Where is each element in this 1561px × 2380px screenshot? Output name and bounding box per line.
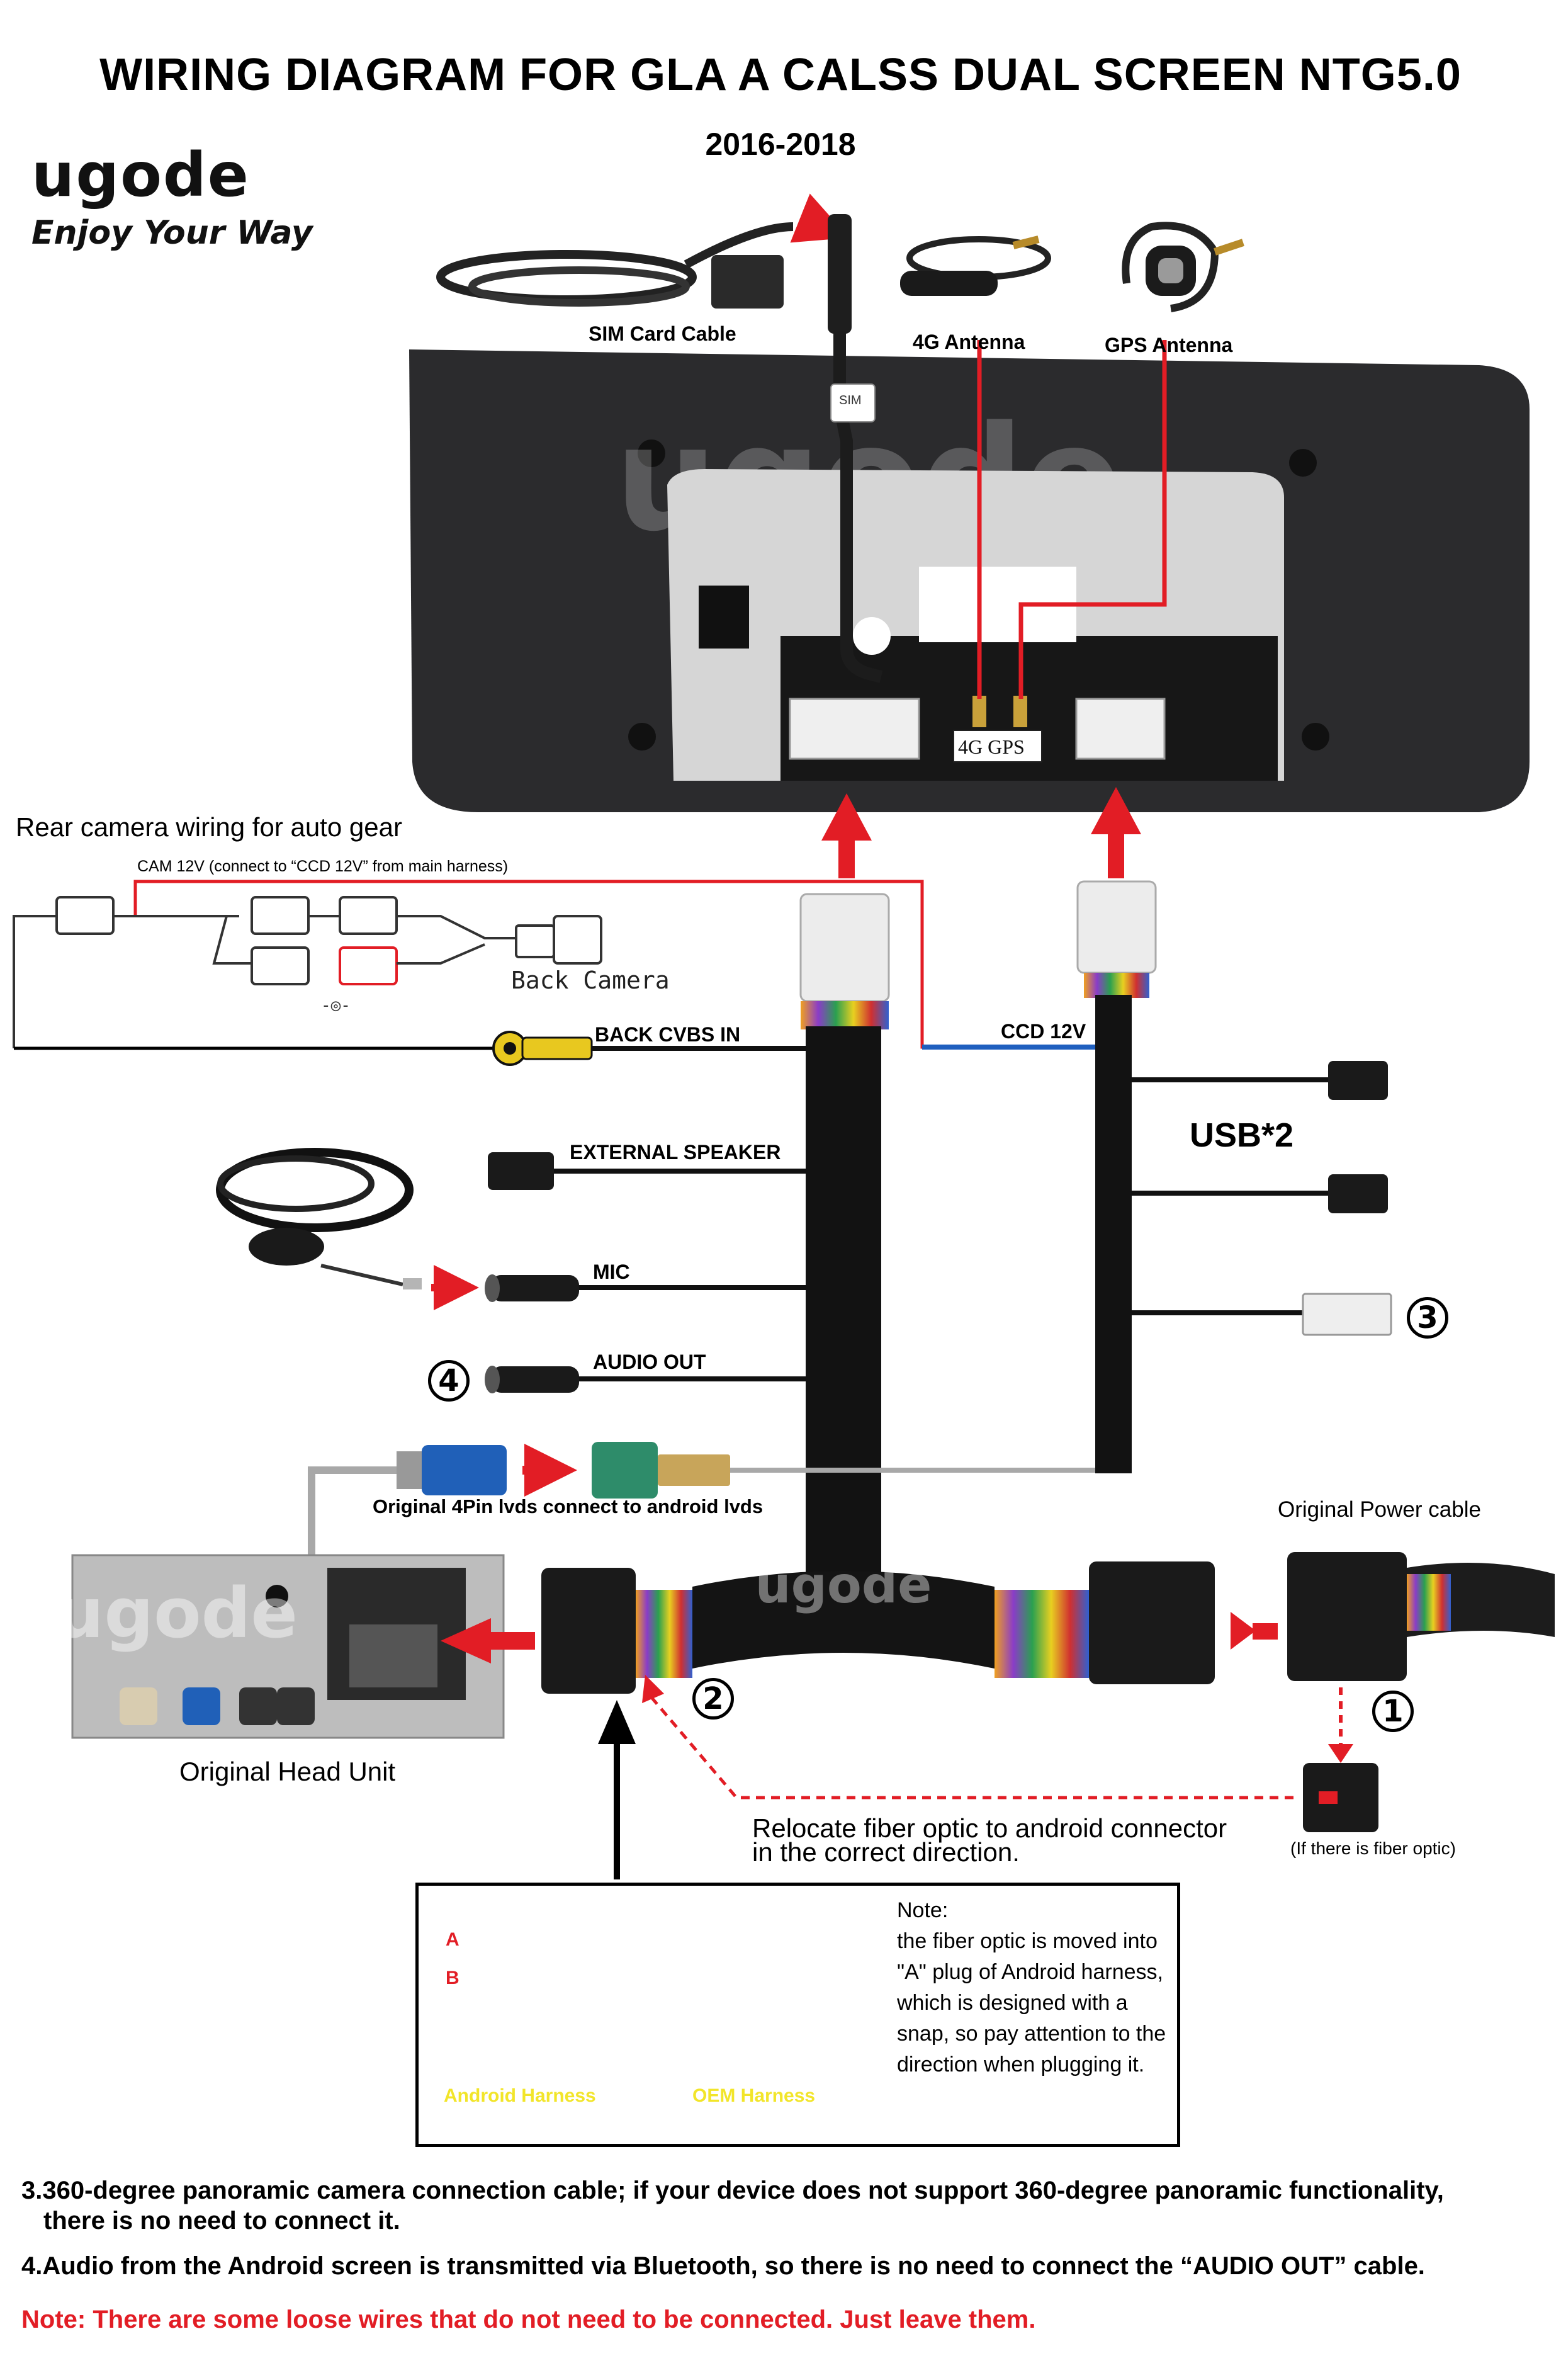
plug-b-oem: B: [740, 1974, 753, 1995]
original-power-label: Original Power cable: [1278, 1497, 1481, 1522]
usb-label: USB*2: [1190, 1116, 1294, 1154]
logo-word: ugode: [31, 140, 250, 210]
plug-a-oem: A: [740, 1946, 753, 1966]
marker-1: 1: [1372, 1691, 1414, 1732]
harness-plug-can: [1076, 880, 1157, 974]
android-harness-label: Android Harness: [444, 2085, 596, 2106]
4g-antenna: [900, 235, 1051, 296]
main-harness-trunk: [806, 1026, 881, 1593]
logo-tagline: Enjoy Your Way: [31, 214, 313, 252]
gps-antenna-label: GPS Antenna: [1105, 334, 1233, 356]
right-branches: [1132, 1077, 1328, 1315]
head-unit-label: Original Head Unit: [179, 1757, 396, 1786]
marker-4: 4: [428, 1360, 470, 1402]
brand-logo: ugode Enjoy Your Way: [31, 145, 313, 252]
mic-label: MIC: [593, 1261, 630, 1283]
oem-harness-label: OEM Harness: [692, 2085, 816, 2106]
lvds-label: Original 4Pin lvds connect to android lv…: [373, 1495, 764, 1517]
fiber-optic-note: (If there is fiber optic): [1290, 1839, 1456, 1858]
footer-warning: Note: There are some loose wires that do…: [21, 2306, 1036, 2333]
sim-plug: [828, 214, 852, 334]
svg-text:ugode: ugode: [55, 1573, 298, 1653]
plug-b-android: B: [446, 1968, 459, 1988]
mic-jack: [485, 1274, 579, 1302]
up-arrow-can: [1091, 787, 1141, 878]
relocate-line-2: in the correct direction.: [752, 1837, 1020, 1867]
screen-connector-main: [789, 698, 920, 760]
left-branches: [554, 1169, 806, 1381]
note-text: Note: the fiber optic is moved into "A" …: [897, 1898, 1166, 2077]
audio-out-label: AUDIO OUT: [593, 1351, 706, 1373]
original-power-cable: [1231, 1552, 1555, 1681]
up-arrow-main: [821, 793, 872, 878]
4g-gps-port-text: 4G GPS: [958, 735, 1025, 758]
blue-lvds-connector: [397, 1445, 507, 1495]
footer-item-3-line-1: 3.360-degree panoramic camera connection…: [21, 2177, 1444, 2204]
marker-2: 2: [692, 1678, 734, 1720]
note-box: [415, 1883, 1180, 2147]
4g-gps-port-label: [953, 730, 1042, 762]
svg-text:ugode: ugode: [755, 1556, 932, 1614]
can-harness-trunk: [1095, 995, 1132, 1473]
audio-out-jack: [485, 1366, 579, 1393]
footer-item-3-line-2: there is no need to connect it.: [43, 2207, 400, 2235]
relocate-dashed-line: [647, 1692, 1293, 1799]
relocate-line-1: Relocate fiber optic to android connecto…: [752, 1813, 1227, 1843]
ccd-12v-label: CCD 12V: [1001, 1020, 1086, 1043]
gps-lead: [1018, 340, 1167, 699]
head-unit-arrow: [441, 1618, 535, 1663]
marker-3: 3: [1407, 1297, 1448, 1339]
green-lvds-connector: [592, 1442, 730, 1499]
sim-arrow: [790, 193, 849, 243]
mic-assembly: [216, 1148, 422, 1289]
footer-item-3: 3.360-degree panoramic camera connection…: [21, 2175, 1444, 2236]
external-speaker-label: EXTERNAL SPEAKER: [570, 1141, 781, 1164]
sim-card-cable-label: SIM Card Cable: [589, 322, 736, 345]
cvbs-rca-plug: [492, 1031, 806, 1066]
external-speaker-connector: [488, 1152, 554, 1190]
ground-symbol: -◎-: [321, 996, 351, 1015]
gps-antenna: [1122, 222, 1244, 312]
page-title: WIRING DIAGRAM FOR GLA A CALSS DUAL SCRE…: [99, 50, 1462, 100]
usb-connector-1: [1328, 1061, 1388, 1100]
fiber-optic-plug: [1303, 1763, 1378, 1832]
screen-connector-can: [1075, 698, 1166, 760]
4g-antenna-label: 4G Antenna: [913, 331, 1025, 353]
t-harness: ugode: [541, 1556, 1215, 1694]
harness-plug-main: [799, 893, 890, 1002]
footer-item-4: 4.Audio from the Android screen is trans…: [21, 2252, 1425, 2280]
relocate-note: Relocate fiber optic to android connecto…: [752, 1813, 1227, 1867]
back-cvbs-in-label: BACK CVBS IN: [595, 1023, 741, 1046]
page-subtitle: 2016-2018: [705, 127, 856, 162]
rear-camera-sketch: [13, 896, 602, 1050]
cam-12v-wire: [133, 880, 1095, 1049]
plug-a-android: A: [446, 1929, 459, 1950]
cam-12v-note: CAM 12V (connect to “CCD 12V” from main …: [137, 858, 509, 875]
usb-connector-2: [1328, 1174, 1388, 1213]
360-camera-connector: [1302, 1293, 1392, 1336]
rear-camera-heading: Rear camera wiring for auto gear: [16, 812, 402, 842]
sim-card-cable: [436, 222, 794, 309]
back-camera-label: Back Camera: [511, 966, 670, 994]
head-unit: ugode: [55, 1554, 505, 1739]
sim-tag: SIM: [839, 394, 862, 407]
